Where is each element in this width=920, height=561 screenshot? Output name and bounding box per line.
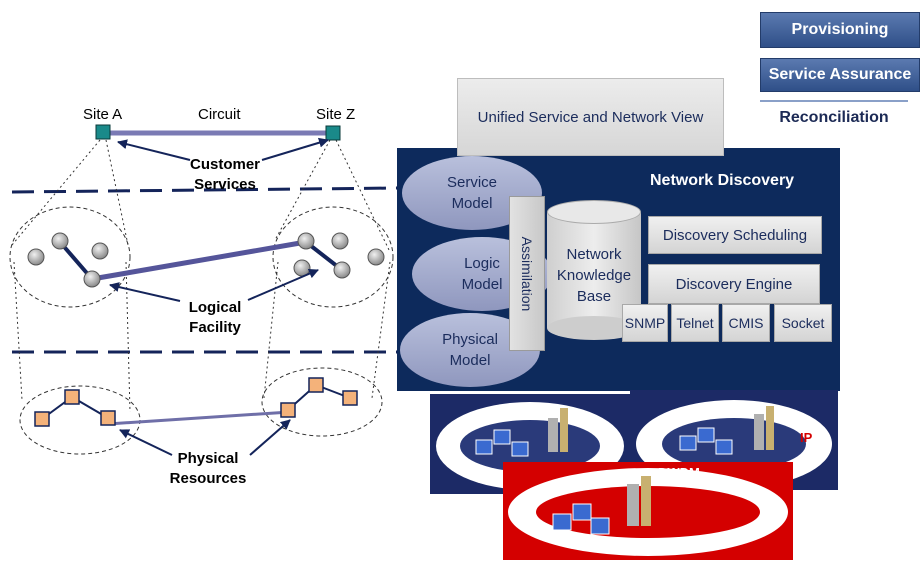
dwdm-network-cloud	[503, 462, 793, 560]
ip-network-label: IP	[800, 430, 813, 445]
physical-cluster-left	[19, 385, 141, 455]
logical-arrow-right	[247, 268, 319, 301]
site-a-node[interactable]	[95, 124, 111, 140]
cmis-box[interactable]: CMIS	[722, 304, 770, 342]
knowledge-base-label: Network Knowledge Base	[556, 246, 632, 305]
customer-services-label: Customer Services	[189, 156, 260, 193]
snmp-box[interactable]: SNMP	[622, 304, 668, 342]
logical-facility-label: Logical Facility	[188, 299, 242, 336]
site-a-label: Site A	[83, 106, 123, 123]
assimilation-label: Assimilation	[519, 236, 535, 311]
discovery-engine-box[interactable]: Discovery Engine	[648, 264, 820, 304]
customer-services-arrow-left	[117, 139, 191, 161]
unified-view-box[interactable]: Unified Service and Network View	[457, 78, 724, 156]
logical-arrow-left	[109, 282, 181, 302]
layer-separator-top	[11, 186, 401, 194]
physical-arrow-left	[119, 429, 173, 456]
physical-resources-label: Physical Resources	[169, 450, 247, 487]
service-assurance-button[interactable]: Service Assurance	[760, 58, 920, 92]
dwdm-network-label: DWDM	[658, 465, 700, 480]
network-cloud-left	[430, 394, 630, 494]
customer-services-arrow-right	[261, 137, 329, 161]
logical-cluster-right	[272, 206, 394, 308]
discovery-scheduling-box[interactable]: Discovery Scheduling	[648, 216, 822, 254]
knowledge-base-cylinder[interactable]: Network Knowledge Base	[547, 200, 641, 340]
circuit-label: Circuit	[198, 106, 241, 123]
physical-link	[107, 410, 291, 426]
telnet-box[interactable]: Telnet	[671, 304, 719, 342]
reconciliation-button[interactable]: Reconciliation	[760, 100, 908, 134]
physical-cluster-right	[261, 367, 383, 437]
logical-cluster-left	[9, 206, 131, 308]
site-z-label: Site Z	[316, 106, 356, 123]
provisioning-button[interactable]: Provisioning	[760, 12, 920, 48]
physical-nodes	[34, 377, 358, 427]
projection-lines	[11, 139, 391, 413]
site-z-node[interactable]	[325, 125, 341, 141]
logical-link	[91, 239, 307, 282]
physical-arrow-right	[249, 419, 291, 456]
network-discovery-title: Network Discovery	[650, 172, 795, 189]
assimilation-bar[interactable]: Assimilation	[509, 196, 545, 351]
socket-box[interactable]: Socket	[774, 304, 832, 342]
